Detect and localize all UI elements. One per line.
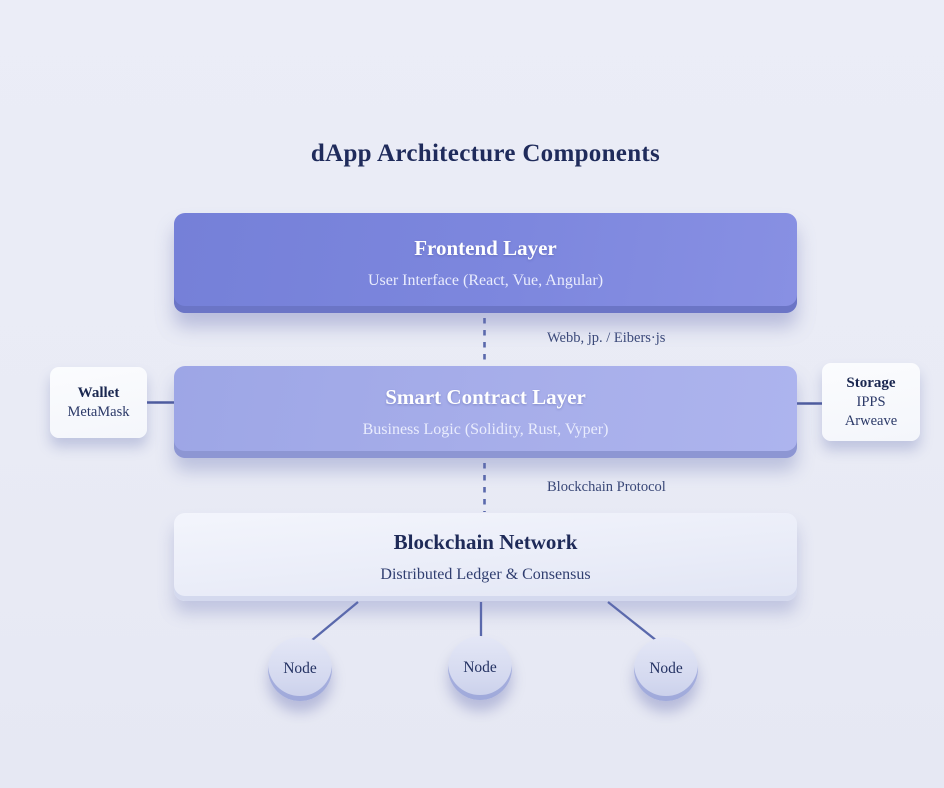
node-circle-2: Node [448, 636, 512, 700]
smart-contract-layer-title: Smart Contract Layer [385, 385, 586, 410]
smart-contract-layer-subtitle: Business Logic (Solidity, Rust, Vyper) [362, 420, 609, 438]
smart-contract-layer-box: Smart Contract Layer Business Logic (Sol… [174, 366, 797, 458]
node-circle-1: Node [268, 637, 332, 701]
node-circle-3: Node [634, 637, 698, 701]
node-label: Node [283, 660, 317, 677]
wallet-box-subtitle: MetaMask [67, 404, 130, 421]
contract-network-connector-label: Blockchain Protocol [547, 479, 666, 495]
storage-box: Storage IPPS Arweave [822, 363, 920, 441]
blockchain-network-subtitle: Distributed Ledger & Consensus [380, 565, 591, 583]
network-node3-connector [607, 601, 658, 642]
frontend-layer-title: Frontend Layer [414, 236, 557, 261]
frontend-contract-connector-label: Webb, jp. / Eibers·js [547, 330, 666, 346]
page-title: dApp Architecture Components [310, 140, 661, 167]
storage-box-line-1: IPPS [856, 394, 886, 411]
frontend-layer-subtitle: User Interface (React, Vue, Angular) [367, 271, 604, 289]
storage-box-title: Storage [846, 375, 896, 392]
wallet-box: Wallet MetaMask [50, 367, 147, 438]
storage-box-line-2: Arweave [844, 413, 898, 430]
blockchain-network-title: Blockchain Network [393, 530, 578, 555]
network-node1-connector [310, 601, 359, 642]
node-label: Node [649, 660, 683, 677]
frontend-layer-box: Frontend Layer User Interface (React, Vu… [174, 213, 797, 313]
node-label: Node [463, 659, 497, 676]
wallet-box-title: Wallet [77, 384, 120, 401]
blockchain-network-box: Blockchain Network Distributed Ledger & … [174, 513, 797, 601]
